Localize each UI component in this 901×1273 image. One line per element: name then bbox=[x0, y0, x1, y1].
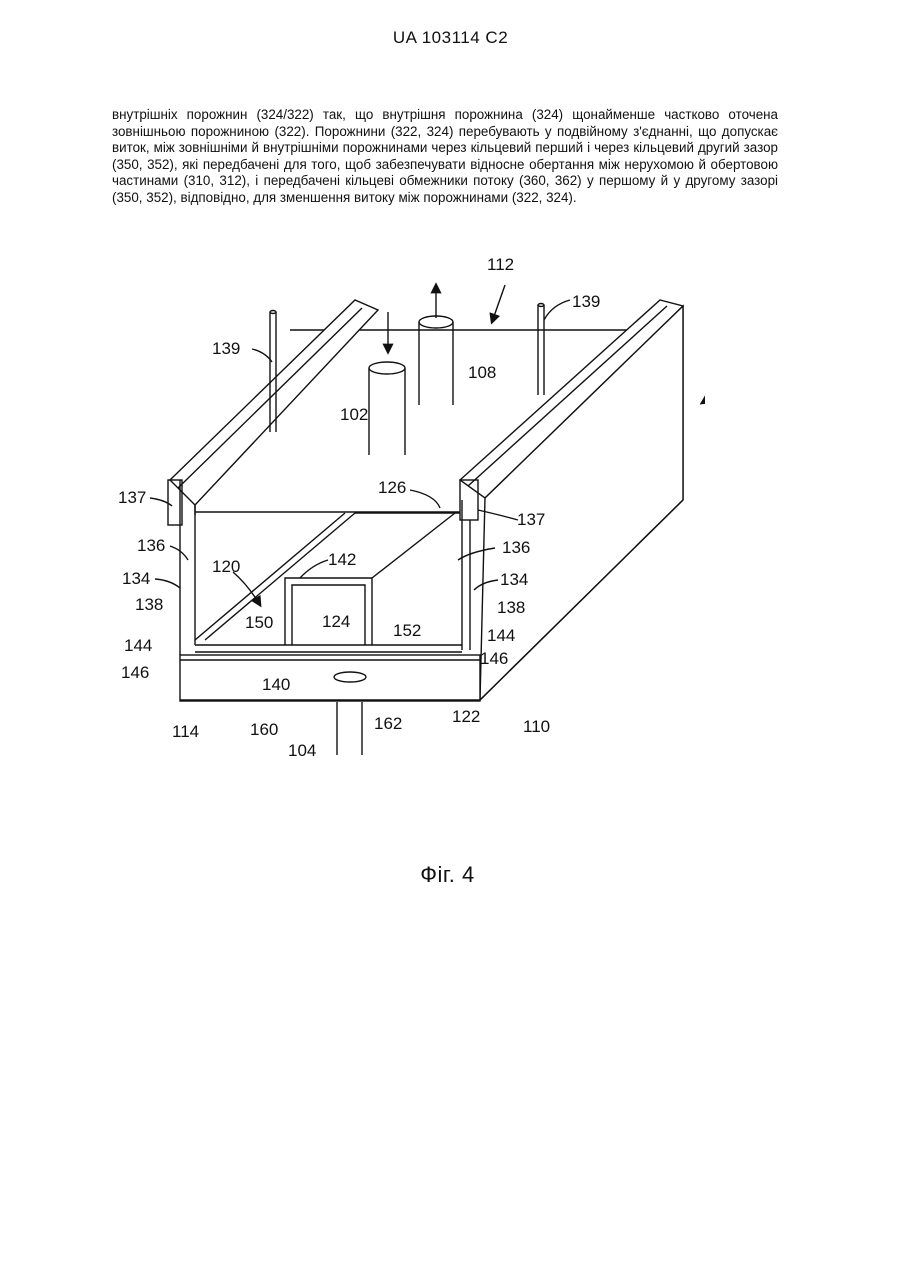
label-124: 124 bbox=[322, 612, 350, 631]
figure-caption: Фіг. 4 bbox=[0, 862, 898, 888]
label-110: 110 bbox=[523, 717, 550, 736]
label-146-right: 146 bbox=[480, 649, 508, 668]
label-104: 104 bbox=[288, 741, 316, 760]
label-162: 162 bbox=[374, 714, 402, 733]
label-144-right: 144 bbox=[487, 626, 515, 645]
label-120: 120 bbox=[212, 557, 240, 576]
label-152: 152 bbox=[393, 621, 421, 640]
label-142: 142 bbox=[328, 550, 356, 569]
label-160: 160 bbox=[250, 720, 278, 739]
label-112: 112 bbox=[487, 255, 514, 274]
description-paragraph: внутрішніх порожнин (324/322) так, що вн… bbox=[112, 107, 778, 207]
label-122: 122 bbox=[452, 707, 480, 726]
label-134-right: 134 bbox=[500, 570, 528, 589]
label-137-left: 137 bbox=[118, 488, 146, 507]
label-146-left: 146 bbox=[121, 663, 149, 682]
label-114: 114 bbox=[172, 722, 199, 741]
patent-figure-4: 112 139 139 100 108 102 137 137 126 136 … bbox=[105, 248, 705, 768]
label-139-right: 139 bbox=[572, 292, 600, 311]
label-138-left: 138 bbox=[135, 595, 163, 614]
patent-number-header: UA 103114 C2 bbox=[0, 28, 901, 48]
label-108: 108 bbox=[468, 363, 496, 382]
label-126: 126 bbox=[378, 478, 406, 497]
label-102: 102 bbox=[340, 405, 368, 424]
label-139-left: 139 bbox=[212, 339, 240, 358]
label-140: 140 bbox=[262, 675, 290, 694]
label-138-right: 138 bbox=[497, 598, 525, 617]
label-144-left: 144 bbox=[124, 636, 152, 655]
label-136-left: 136 bbox=[137, 536, 165, 555]
label-134-left: 134 bbox=[122, 569, 150, 588]
label-150: 150 bbox=[245, 613, 273, 632]
label-136-right: 136 bbox=[502, 538, 530, 557]
label-137-right: 137 bbox=[517, 510, 545, 529]
